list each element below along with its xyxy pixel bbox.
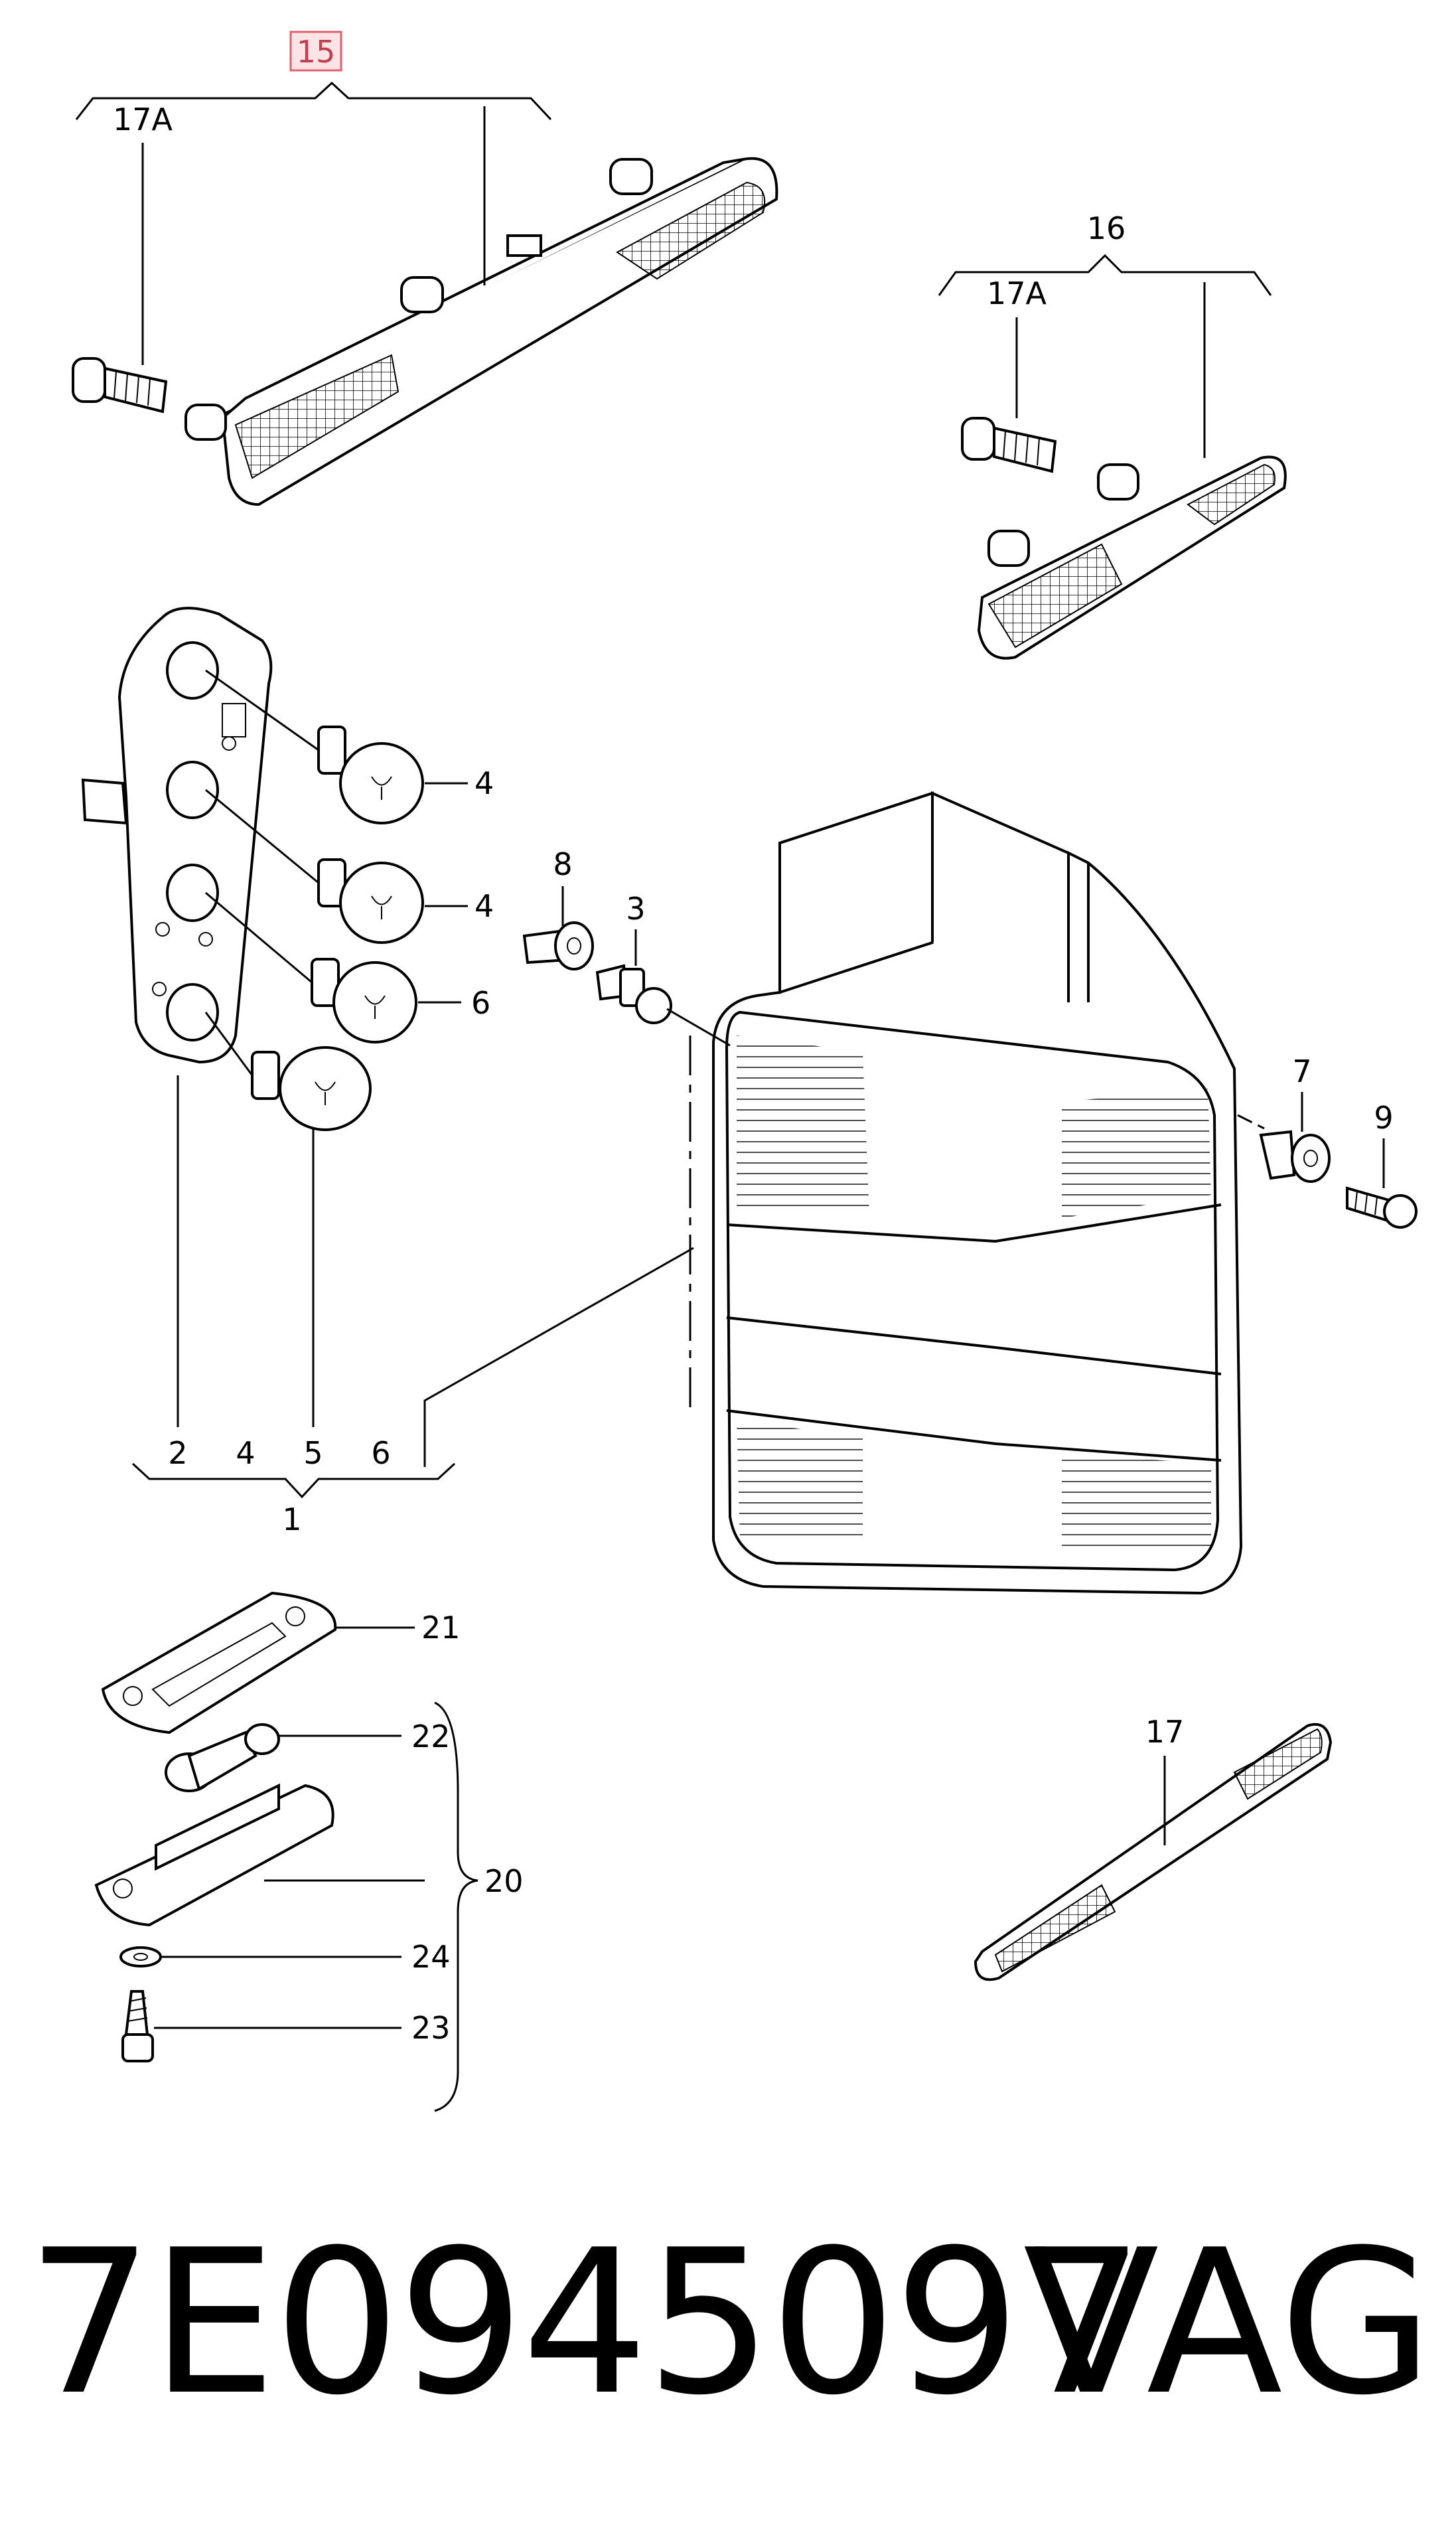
part-22-bulb: [165, 1723, 280, 1792]
part-23-screw: [121, 1990, 154, 2062]
callout-9: 9: [1374, 1100, 1393, 1136]
callout-8: 8: [553, 846, 572, 882]
callout-3: 3: [626, 891, 645, 927]
part-15-high-mount-brake-light: [184, 157, 778, 506]
holder-to-bulb-leaders: [204, 669, 319, 1076]
part-7-nut: [1259, 1130, 1331, 1183]
part-4-bulb-b: [317, 858, 424, 944]
group-label-6: 6: [371, 1435, 390, 1471]
part-8-clip: [522, 921, 594, 970]
part-17a-screw-right: [961, 417, 1057, 473]
callout-23: 23: [411, 2010, 451, 2046]
callout-15: 15: [297, 34, 336, 70]
part-20-lamp-housing: [94, 1783, 334, 1927]
part-bulb-holder: [81, 607, 273, 1064]
part-9-screw: [1346, 1186, 1418, 1229]
group-label-2: 2: [168, 1435, 187, 1471]
brand-name: VAG: [1023, 2207, 1433, 2439]
callout-17: 17: [1145, 1714, 1185, 1750]
part-17a-screw-top: [72, 357, 168, 414]
part-number: 7E0945097: [27, 2207, 1145, 2439]
part-16-side-marker-light: [977, 455, 1287, 660]
callout-6: 6: [471, 985, 490, 1021]
callout-7: 7: [1292, 1053, 1311, 1089]
part-6-bulb: [311, 958, 417, 1043]
leader-7-lamp: [1237, 1114, 1265, 1130]
leader-3-lamp: [666, 1008, 731, 1047]
callout-21: 21: [421, 1610, 461, 1646]
leader-6-lamp: [423, 1247, 694, 1467]
group-label-4: 4: [236, 1435, 255, 1471]
part-24-washer: [119, 1946, 162, 1967]
part-5-bulb: [251, 1046, 372, 1131]
callout-20: 20: [484, 1863, 524, 1899]
part-tail-lamp: [712, 791, 1243, 1595]
part-3-ball-stud: [595, 964, 672, 1024]
bracket-16: [938, 254, 1272, 296]
callout-17a-top: 17A: [113, 102, 173, 137]
part-number-footer: 7E0945097 VAG: [27, 2210, 1433, 2436]
group-label-5: 5: [303, 1435, 323, 1471]
callout-16: 16: [1087, 210, 1126, 246]
part-17-reflector: [974, 1723, 1333, 1981]
callout-4a: 4: [474, 765, 494, 801]
callout-17a-right: 17A: [987, 275, 1047, 311]
callout-22: 22: [411, 1719, 451, 1754]
bracket-15: [75, 81, 552, 121]
part-21-gasket: [101, 1591, 337, 1734]
callout-1: 1: [282, 1501, 301, 1537]
bracket-1: [131, 1462, 456, 1499]
part-4-bulb-a: [317, 726, 424, 824]
callout-24: 24: [411, 1939, 451, 1975]
callout-4b: 4: [474, 888, 494, 924]
callout-15-highlight: 15: [289, 31, 342, 72]
bracket-20: [434, 1701, 478, 2112]
